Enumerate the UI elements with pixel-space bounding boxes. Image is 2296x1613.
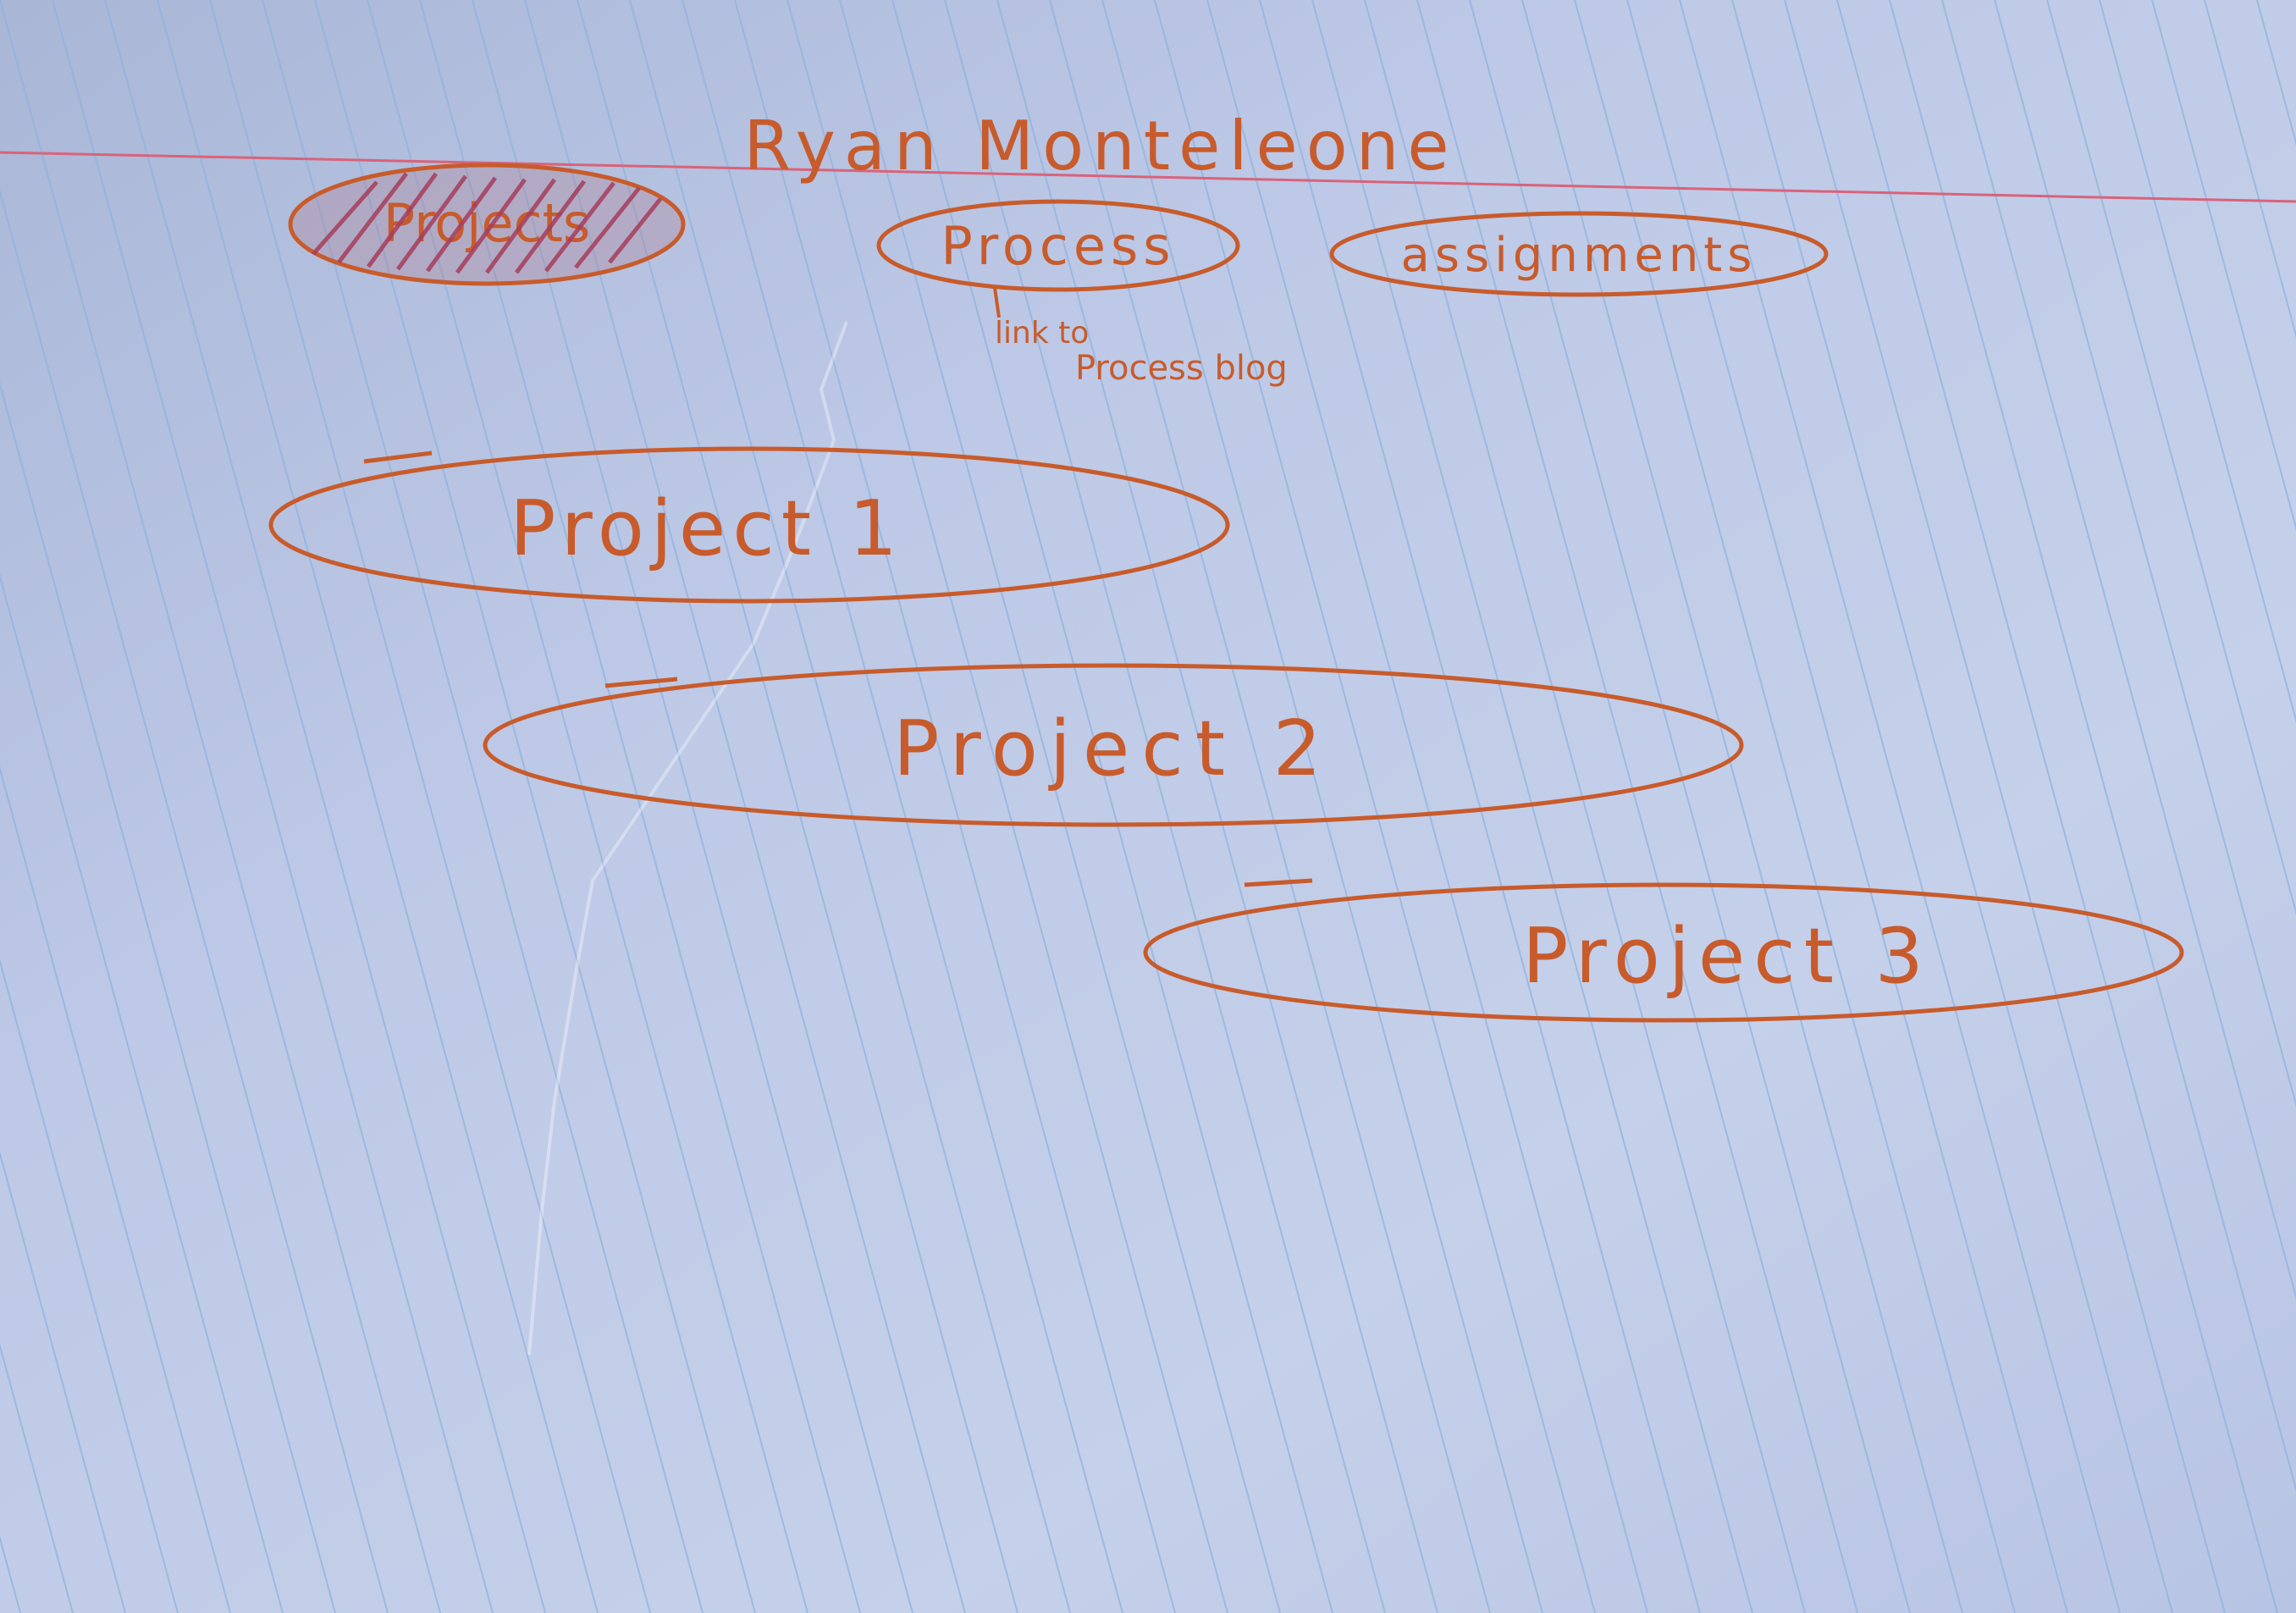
ruled-line: [419, 0, 861, 1613]
project-card-3-label: Project 3: [1522, 912, 1932, 1001]
ruled-line: [996, 0, 1438, 1613]
ruled-line: [209, 0, 651, 1613]
process-note-line1: link to: [995, 316, 1089, 351]
nav-pill-process-outline: [876, 199, 1240, 292]
ruled-line: [104, 0, 546, 1613]
ruled-line: [524, 0, 966, 1613]
ruled-line: [0, 765, 231, 1613]
ruled-line: [1836, 0, 2278, 1613]
ruled-line: [1049, 0, 1491, 1613]
nav-pill-assignments-outline: [1329, 211, 1829, 297]
annotation-pointer: [993, 287, 1001, 318]
ruled-line: [944, 0, 1386, 1613]
project-card-2-pen-tail: [604, 677, 678, 688]
ruled-line: [314, 0, 756, 1613]
ruled-line: [1889, 0, 2296, 1493]
project-card-3-pen-tail: [1244, 878, 1313, 887]
scribble-icon: [312, 172, 662, 274]
ruled-line: [1521, 0, 1963, 1613]
ruled-line: [0, 189, 389, 1613]
ruled-line: [1364, 0, 1806, 1613]
paper-crease: [527, 321, 848, 1356]
ruled-line: [0, 573, 284, 1613]
ruled-line: [577, 0, 1018, 1613]
ruled-line: [367, 0, 809, 1613]
ruled-line: [1101, 0, 1543, 1613]
nav-pill-process-label: Process: [941, 215, 1175, 277]
project-card-1-outline: [268, 446, 1230, 604]
ruled-line: [52, 0, 494, 1613]
ruled-line: [786, 0, 1228, 1613]
ruled-line: [1994, 0, 2296, 1108]
project-card-3[interactable]: Project 3: [1143, 878, 2184, 1023]
ruled-line: [1206, 0, 1648, 1613]
ruled-line: [1259, 0, 1701, 1613]
ruled-line: [1469, 0, 1911, 1613]
project-card-2[interactable]: Project 2: [483, 663, 1744, 827]
ruled-line: [2099, 0, 2296, 723]
ruled-line: [1154, 0, 1596, 1613]
ruled-line: [2046, 0, 2296, 915]
project-card-1-pen-tail: [363, 450, 433, 464]
ruled-line: [839, 0, 1281, 1613]
nav-item-process[interactable]: Process: [876, 199, 1240, 292]
ruled-line: [0, 381, 336, 1613]
ruled-line: [2151, 0, 2296, 531]
project-card-2-outline: [483, 663, 1744, 827]
ruled-line: [1941, 0, 2296, 1301]
project-card-2-label: Project 2: [893, 704, 1333, 793]
nav-pill-assignments-label: assignments: [1401, 228, 1758, 283]
ruled-line: [1416, 0, 1858, 1613]
author-name: Ryan Monteleone: [743, 107, 1457, 185]
ruled-line: [734, 0, 1176, 1613]
ruled-line: [629, 0, 1071, 1613]
ruled-line: [262, 0, 704, 1613]
ruled-line: [0, 958, 179, 1613]
margin-line: [0, 151, 2296, 203]
ruled-line: [2204, 0, 2296, 339]
ruled-line: [891, 0, 1333, 1613]
ruled-line: [1784, 0, 2226, 1613]
nav-item-projects[interactable]: Projects: [288, 163, 686, 286]
ruled-line: [0, 1151, 126, 1613]
ruled-line: [1626, 0, 2068, 1613]
ruled-line: [157, 0, 599, 1613]
ruled-line: [682, 0, 1123, 1613]
ruled-line: [1574, 0, 2016, 1613]
project-card-1-label: Project 1: [510, 484, 904, 573]
nav-item-assignments[interactable]: assignments: [1329, 211, 1829, 297]
project-card-1[interactable]: Project 1: [268, 446, 1230, 604]
ruled-line: [1679, 0, 2121, 1613]
project-card-3-outline: [1143, 882, 2184, 1023]
process-note-line2: Process blog: [1075, 349, 1288, 388]
ruled-line: [0, 0, 441, 1613]
